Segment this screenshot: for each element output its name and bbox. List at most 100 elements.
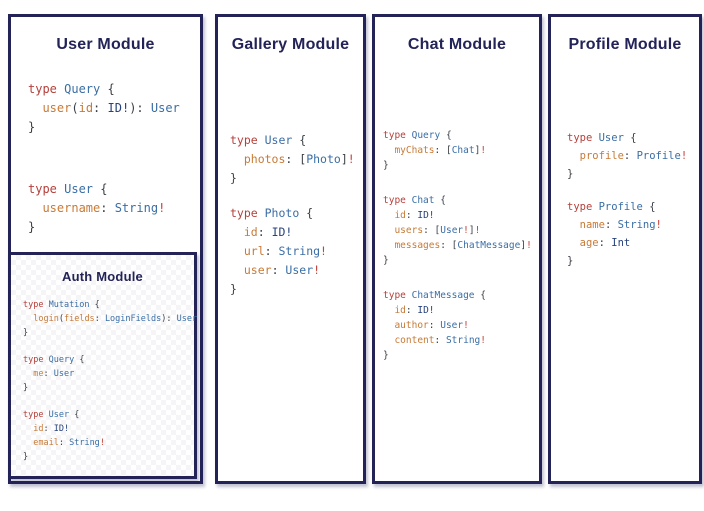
- code-token: }: [23, 383, 29, 393]
- code-token: photos: [243, 152, 286, 166]
- code-token: ]: [474, 145, 481, 156]
- code-token: type: [567, 132, 599, 144]
- code-token: }: [23, 452, 29, 462]
- code-token: {: [100, 182, 108, 196]
- code-line: }: [28, 218, 200, 237]
- code-line: user(id: ID!): User: [28, 99, 200, 118]
- code-token: ChatMessage: [411, 290, 481, 301]
- code-line: type Query {: [28, 80, 200, 99]
- code-token: :: [604, 219, 618, 231]
- code-token: !: [526, 240, 532, 251]
- code-token: users: [394, 225, 424, 236]
- code-token: {: [107, 82, 115, 96]
- code-token: :: [257, 225, 272, 239]
- code-block: type Query { me: User}: [23, 353, 194, 395]
- code-line: author: User!: [383, 318, 539, 333]
- code-token: User: [150, 101, 180, 115]
- code-line: me: User: [23, 367, 194, 381]
- code-area-user-module: type Query { user(id: ID!): User}type Us…: [28, 80, 200, 237]
- code-token: :: [598, 237, 612, 249]
- code-line: type Query {: [23, 353, 194, 367]
- code-token: age: [579, 237, 599, 249]
- panel-chat-module: Chat Module type Query { myChats: [Chat]…: [372, 14, 542, 484]
- code-token: Query: [411, 130, 446, 141]
- code-line: }: [28, 118, 200, 137]
- code-token: :: [434, 335, 446, 346]
- code-token: :: [58, 438, 70, 448]
- code-token: [383, 320, 394, 331]
- code-token: }: [230, 171, 237, 185]
- code-token: {: [94, 300, 100, 310]
- code-token: username: [42, 201, 101, 215]
- code-token: Query: [64, 82, 108, 96]
- code-token: :: [43, 369, 54, 379]
- code-block: type User { profile: Profile!}: [567, 129, 699, 183]
- code-token: type: [23, 300, 49, 310]
- code-token: [383, 225, 394, 236]
- code-token: Profile: [598, 201, 650, 213]
- code-line: type ChatMessage {: [383, 288, 539, 303]
- code-token: [383, 240, 394, 251]
- code-area-chat-module: type Query { myChats: [Chat]!}type Chat …: [383, 128, 539, 363]
- code-token: !: [474, 225, 481, 236]
- code-token: id: [243, 225, 258, 239]
- code-line: id: ID!: [383, 303, 539, 318]
- code-token: }: [383, 255, 389, 266]
- code-token: type: [383, 130, 412, 141]
- code-line: type Photo {: [230, 204, 363, 223]
- code-token: ID!: [107, 101, 130, 115]
- code-token: :: [271, 263, 286, 277]
- code-token: Chat: [451, 145, 475, 156]
- code-line: type User {: [28, 180, 200, 199]
- code-token: [23, 424, 33, 434]
- code-token: !: [463, 225, 469, 236]
- code-token: [230, 244, 244, 258]
- code-token: !: [480, 145, 487, 156]
- code-token: ):: [161, 314, 177, 324]
- code-token: [28, 101, 42, 115]
- code-token: type: [28, 182, 65, 196]
- code-token: ID!: [417, 305, 435, 316]
- code-token: User: [440, 225, 464, 236]
- code-line: users: [User!]!: [383, 223, 539, 238]
- code-token: [28, 201, 42, 215]
- code-token: {: [440, 195, 446, 206]
- code-token: {: [630, 132, 637, 144]
- code-token: User: [285, 263, 314, 277]
- code-token: type: [23, 410, 49, 420]
- code-token: Int: [611, 237, 631, 249]
- code-token: Photo: [264, 206, 307, 220]
- code-token: [23, 369, 33, 379]
- code-token: user: [42, 101, 72, 115]
- code-token: id: [394, 305, 406, 316]
- code-token: me: [33, 369, 44, 379]
- code-line: }: [230, 169, 363, 188]
- code-token: type: [383, 290, 412, 301]
- code-line: }: [23, 381, 194, 395]
- code-token: type: [230, 206, 265, 220]
- code-token: id: [78, 101, 94, 115]
- code-token: author: [394, 320, 429, 331]
- code-token: !: [680, 150, 688, 162]
- code-token: (: [71, 101, 79, 115]
- code-token: :: [405, 210, 418, 221]
- code-token: {: [445, 130, 452, 141]
- code-area-gallery-module: type User { photos: [Photo]!}type Photo …: [230, 131, 363, 299]
- code-block: type User { username: String!}: [28, 180, 200, 237]
- code-token: [: [445, 145, 452, 156]
- code-token: Chat: [411, 195, 441, 206]
- code-token: !: [463, 320, 469, 331]
- code-token: type: [567, 201, 599, 213]
- code-token: ]: [468, 225, 475, 236]
- code-token: Profile: [636, 150, 681, 162]
- code-token: :: [94, 314, 105, 324]
- code-token: [230, 263, 244, 277]
- code-line: email: String!: [23, 436, 194, 450]
- code-token: }: [567, 255, 574, 267]
- code-token: :: [623, 150, 637, 162]
- panel-title-profile-module: Profile Module: [568, 36, 682, 53]
- code-token: :: [43, 424, 54, 434]
- code-token: :: [434, 145, 446, 156]
- code-token: User: [176, 314, 198, 324]
